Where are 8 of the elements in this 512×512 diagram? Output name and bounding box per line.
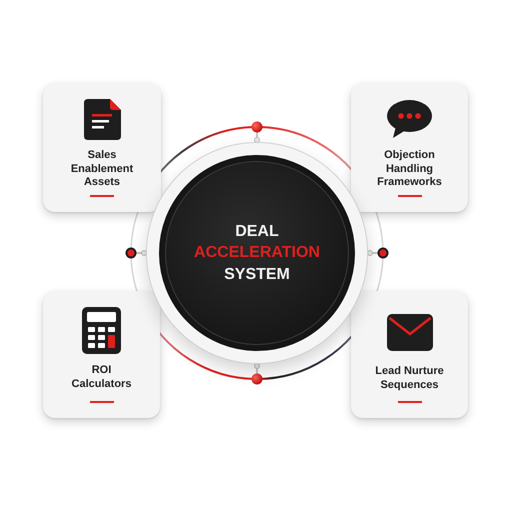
feature-card	[351, 83, 468, 212]
feature-card	[351, 291, 468, 418]
feature-card	[43, 291, 160, 418]
feature-card	[43, 83, 161, 212]
card-label: Objection Handling Frameworks	[376, 149, 443, 190]
card-label: ROI Calculators	[70, 364, 132, 391]
card-label: Lead Nurture Sequences	[374, 365, 445, 392]
card-label: Sales Enablement Assets	[70, 149, 134, 190]
